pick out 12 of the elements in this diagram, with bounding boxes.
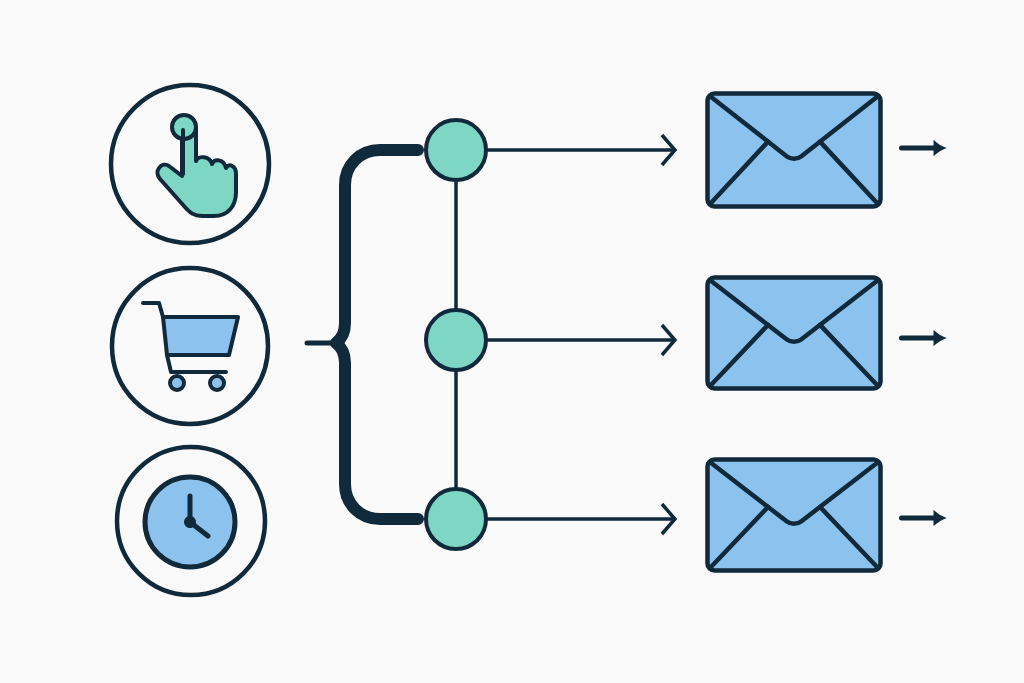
envelope-icon: [705, 457, 883, 573]
arrow: [486, 323, 678, 357]
arrow: [486, 133, 678, 167]
junction-dot: [424, 118, 488, 182]
junction-dot: [424, 487, 488, 551]
arrow: [486, 502, 678, 536]
curly-brace: [304, 144, 424, 525]
connector-line: [454, 180, 458, 310]
envelope-icon: [705, 91, 883, 209]
envelope-icon: [705, 275, 883, 391]
connector-line: [454, 370, 458, 489]
junction-dot: [424, 308, 488, 372]
